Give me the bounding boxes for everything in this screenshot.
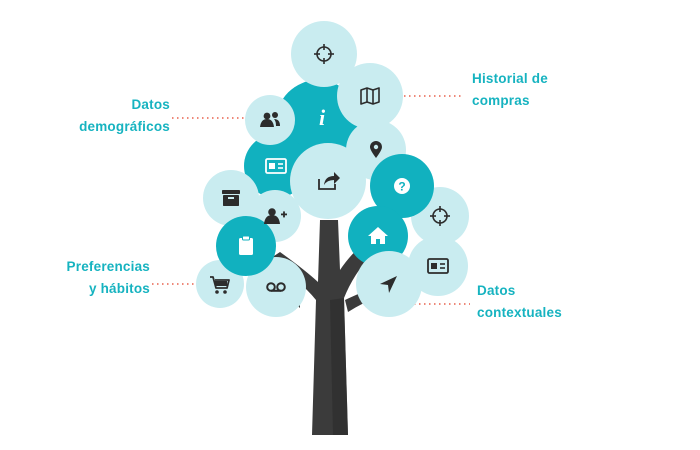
canopy-circles xyxy=(196,21,469,317)
map-icon xyxy=(360,87,380,105)
crosshair-icon xyxy=(430,206,450,226)
id-card-right-circle xyxy=(408,236,468,296)
share-icon xyxy=(318,172,340,190)
crosshair-icon xyxy=(314,44,334,64)
voicemail-circle xyxy=(246,257,306,317)
navigation-arrow-icon xyxy=(380,276,397,293)
info-icon: i xyxy=(319,105,326,130)
svg-text:i: i xyxy=(319,105,326,130)
id-card-icon xyxy=(265,158,287,174)
label-purchase-history-line2: compras xyxy=(472,93,530,108)
crosshair-top-circle xyxy=(291,21,357,87)
users-icon xyxy=(260,112,280,127)
question-icon: ? xyxy=(394,178,410,194)
label-demographic-line1: Datos xyxy=(131,97,170,112)
map-circle xyxy=(337,63,403,129)
label-contextual: Datos contextuales xyxy=(477,280,562,324)
home-icon xyxy=(368,227,388,244)
voicemail-icon xyxy=(266,282,286,292)
label-purchase-history: Historial de compras xyxy=(472,68,548,112)
label-preferences-line1: Preferencias xyxy=(66,259,150,274)
label-contextual-line2: contextuales xyxy=(477,305,562,320)
label-preferences-line2: y hábitos xyxy=(88,281,150,296)
cart-icon xyxy=(210,276,230,294)
add-user-icon xyxy=(264,208,287,224)
inbox-icon xyxy=(222,190,240,206)
label-demographic-line2: demográficos xyxy=(79,119,170,134)
location-pin-icon xyxy=(370,141,382,158)
label-demographic: Datos demográficos xyxy=(58,94,170,138)
svg-text:?: ? xyxy=(398,180,405,194)
label-purchase-history-line1: Historial de xyxy=(472,71,548,86)
label-contextual-line1: Datos xyxy=(477,283,516,298)
id-card-icon xyxy=(427,258,449,274)
clipboard-icon xyxy=(239,235,253,255)
label-preferences: Preferencias y hábitos xyxy=(40,256,150,300)
